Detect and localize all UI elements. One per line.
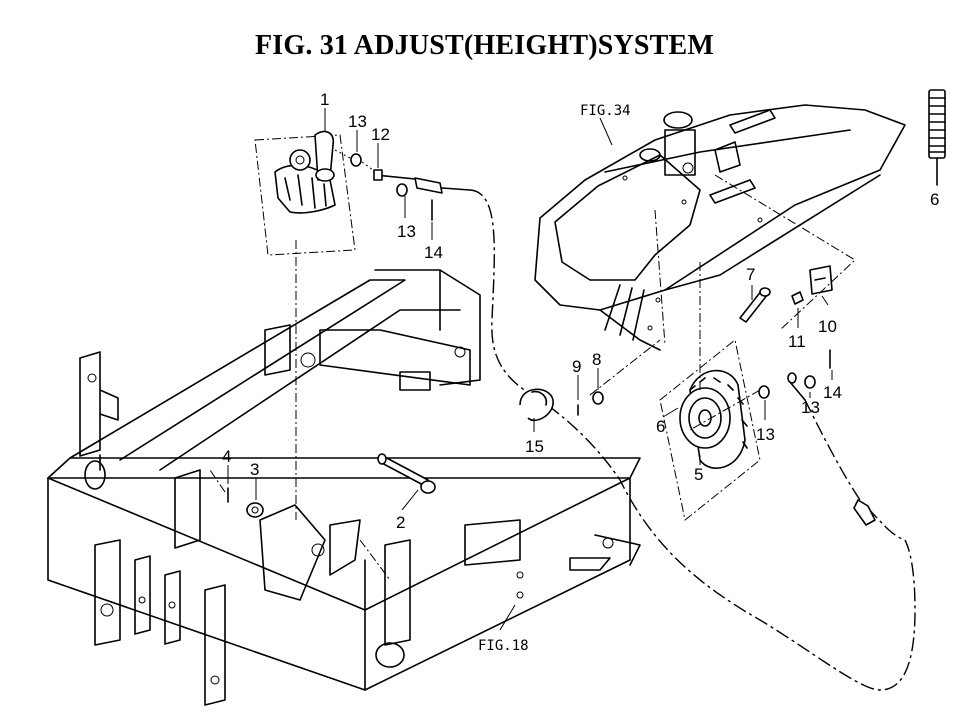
center-lines — [209, 174, 856, 581]
callout-2: 2 — [396, 513, 405, 532]
callout-12: 12 — [371, 125, 390, 144]
part-15-cable-clip — [519, 388, 554, 422]
callout-8: 8 — [592, 350, 601, 369]
callout-15: 15 — [525, 437, 544, 456]
callout-13-dial: 13 — [756, 425, 775, 444]
callout-3: 3 — [250, 460, 259, 479]
ref-fig18: FIG.18 — [478, 638, 529, 654]
ref-fig34: FIG.34 — [580, 103, 631, 119]
callout-6-dial: 6 — [656, 417, 665, 436]
callout-5: 5 — [694, 465, 703, 484]
part-6-spring — [928, 89, 946, 186]
callout-13-top: 13 — [348, 112, 367, 131]
part-2-pin — [377, 453, 436, 494]
parts-8-9-washer-pin — [577, 391, 604, 416]
callout-13-mid: 13 — [397, 222, 416, 241]
callout-4: 4 — [222, 447, 231, 466]
mower-deck — [534, 104, 906, 351]
part-5-adjust-dial — [659, 339, 761, 521]
part-1-lever-knob — [254, 130, 356, 256]
figure-title: FIG. 31 ADJUST(HEIGHT)SYSTEM — [254, 30, 715, 61]
parts-3-4-washer-pin — [227, 487, 264, 518]
part-12-bolt-and-washers — [334, 149, 471, 221]
callout-6-spring: 6 — [930, 190, 939, 209]
control-cable — [469, 189, 916, 691]
callout-9: 9 — [572, 357, 581, 376]
callout-10: 10 — [818, 317, 837, 336]
parts-7-10-11-hardware — [739, 265, 833, 401]
callout-14-right: 14 — [823, 383, 842, 402]
cable-end-fitting — [853, 499, 876, 526]
callout-11: 11 — [788, 332, 806, 351]
callout-7: 7 — [746, 265, 755, 284]
callout-14-top: 14 — [424, 243, 443, 262]
leader-lines — [227, 108, 833, 631]
callout-1: 1 — [320, 90, 329, 109]
callout-13-right: 13 — [801, 398, 820, 417]
main-frame — [47, 269, 641, 706]
